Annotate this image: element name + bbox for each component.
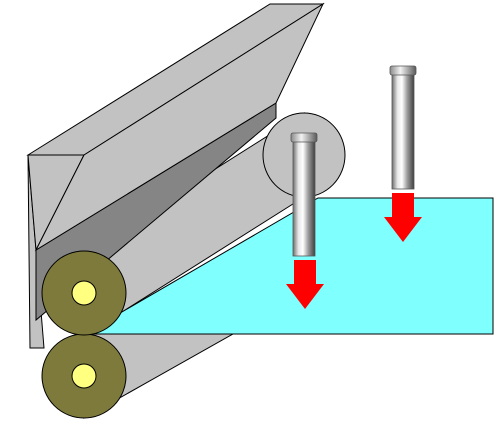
sheet <box>82 197 494 335</box>
metal-pin-icon-front <box>290 132 318 257</box>
metal-pin-icon-back <box>389 65 417 190</box>
down-arrow-icon-front <box>286 260 324 309</box>
lower-roller-axle <box>71 363 97 389</box>
upper-roller-axle <box>71 280 97 306</box>
housing-front-wedge <box>34 2 325 252</box>
down-arrow-icon-back <box>384 193 422 242</box>
